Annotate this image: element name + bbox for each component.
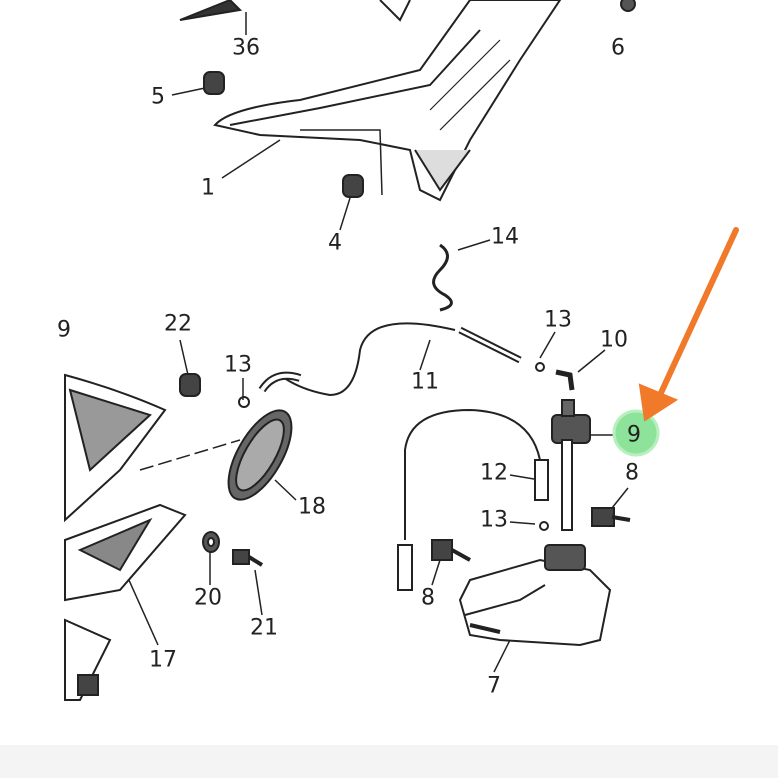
hose-part-11 — [258, 322, 522, 397]
callout-9-highlighted: 9 — [627, 422, 641, 448]
callout-7: 7 — [487, 673, 501, 699]
clip-part-14 — [432, 243, 453, 312]
callout-8: 8 — [421, 585, 435, 611]
bottom-margin — [0, 745, 778, 778]
callout-10: 10 — [600, 327, 628, 353]
callout-13: 13 — [480, 507, 508, 533]
reservoir-cap-part-9 — [551, 399, 591, 531]
bolt-part-8 — [431, 539, 471, 562]
callout-4: 4 — [328, 230, 342, 256]
callout-8: 8 — [625, 460, 639, 486]
callout-11: 11 — [411, 369, 439, 395]
callout-20: 20 — [194, 585, 222, 611]
callout-14: 14 — [491, 224, 519, 250]
panel-part-17 — [64, 373, 187, 701]
callout-36: 36 — [232, 35, 260, 61]
highlight-circle — [612, 409, 660, 457]
callout-18: 18 — [298, 494, 326, 520]
clip-part-13 — [535, 362, 545, 372]
side-cover-part-1 — [179, 0, 562, 202]
reservoir-part-7 — [458, 544, 612, 647]
callout-1: 1 — [201, 175, 215, 201]
part-18 — [227, 409, 293, 501]
washer-part-20 — [202, 531, 220, 553]
orange-arrow-icon — [638, 227, 739, 422]
grommet-part-4 — [342, 174, 364, 198]
callout-5: 5 — [151, 84, 165, 110]
callout-17: 17 — [149, 647, 177, 673]
elbow-part-10 — [555, 369, 575, 391]
callout-6: 6 — [611, 35, 625, 61]
bolt-part-8 — [591, 507, 631, 527]
callout-21: 21 — [250, 615, 278, 641]
callout-9-left: 9 — [57, 317, 71, 343]
callout-13: 13 — [544, 307, 572, 333]
screw-part-21 — [232, 549, 264, 567]
clip-part-13 — [539, 521, 549, 531]
callout-13: 13 — [224, 352, 252, 378]
clip-part-13 — [238, 396, 250, 408]
grommet-part-5 — [203, 71, 225, 95]
callout-12: 12 — [480, 460, 508, 486]
grommet-part-22 — [179, 373, 201, 397]
callout-22: 22 — [164, 311, 192, 337]
hose-part-12 — [397, 408, 549, 591]
